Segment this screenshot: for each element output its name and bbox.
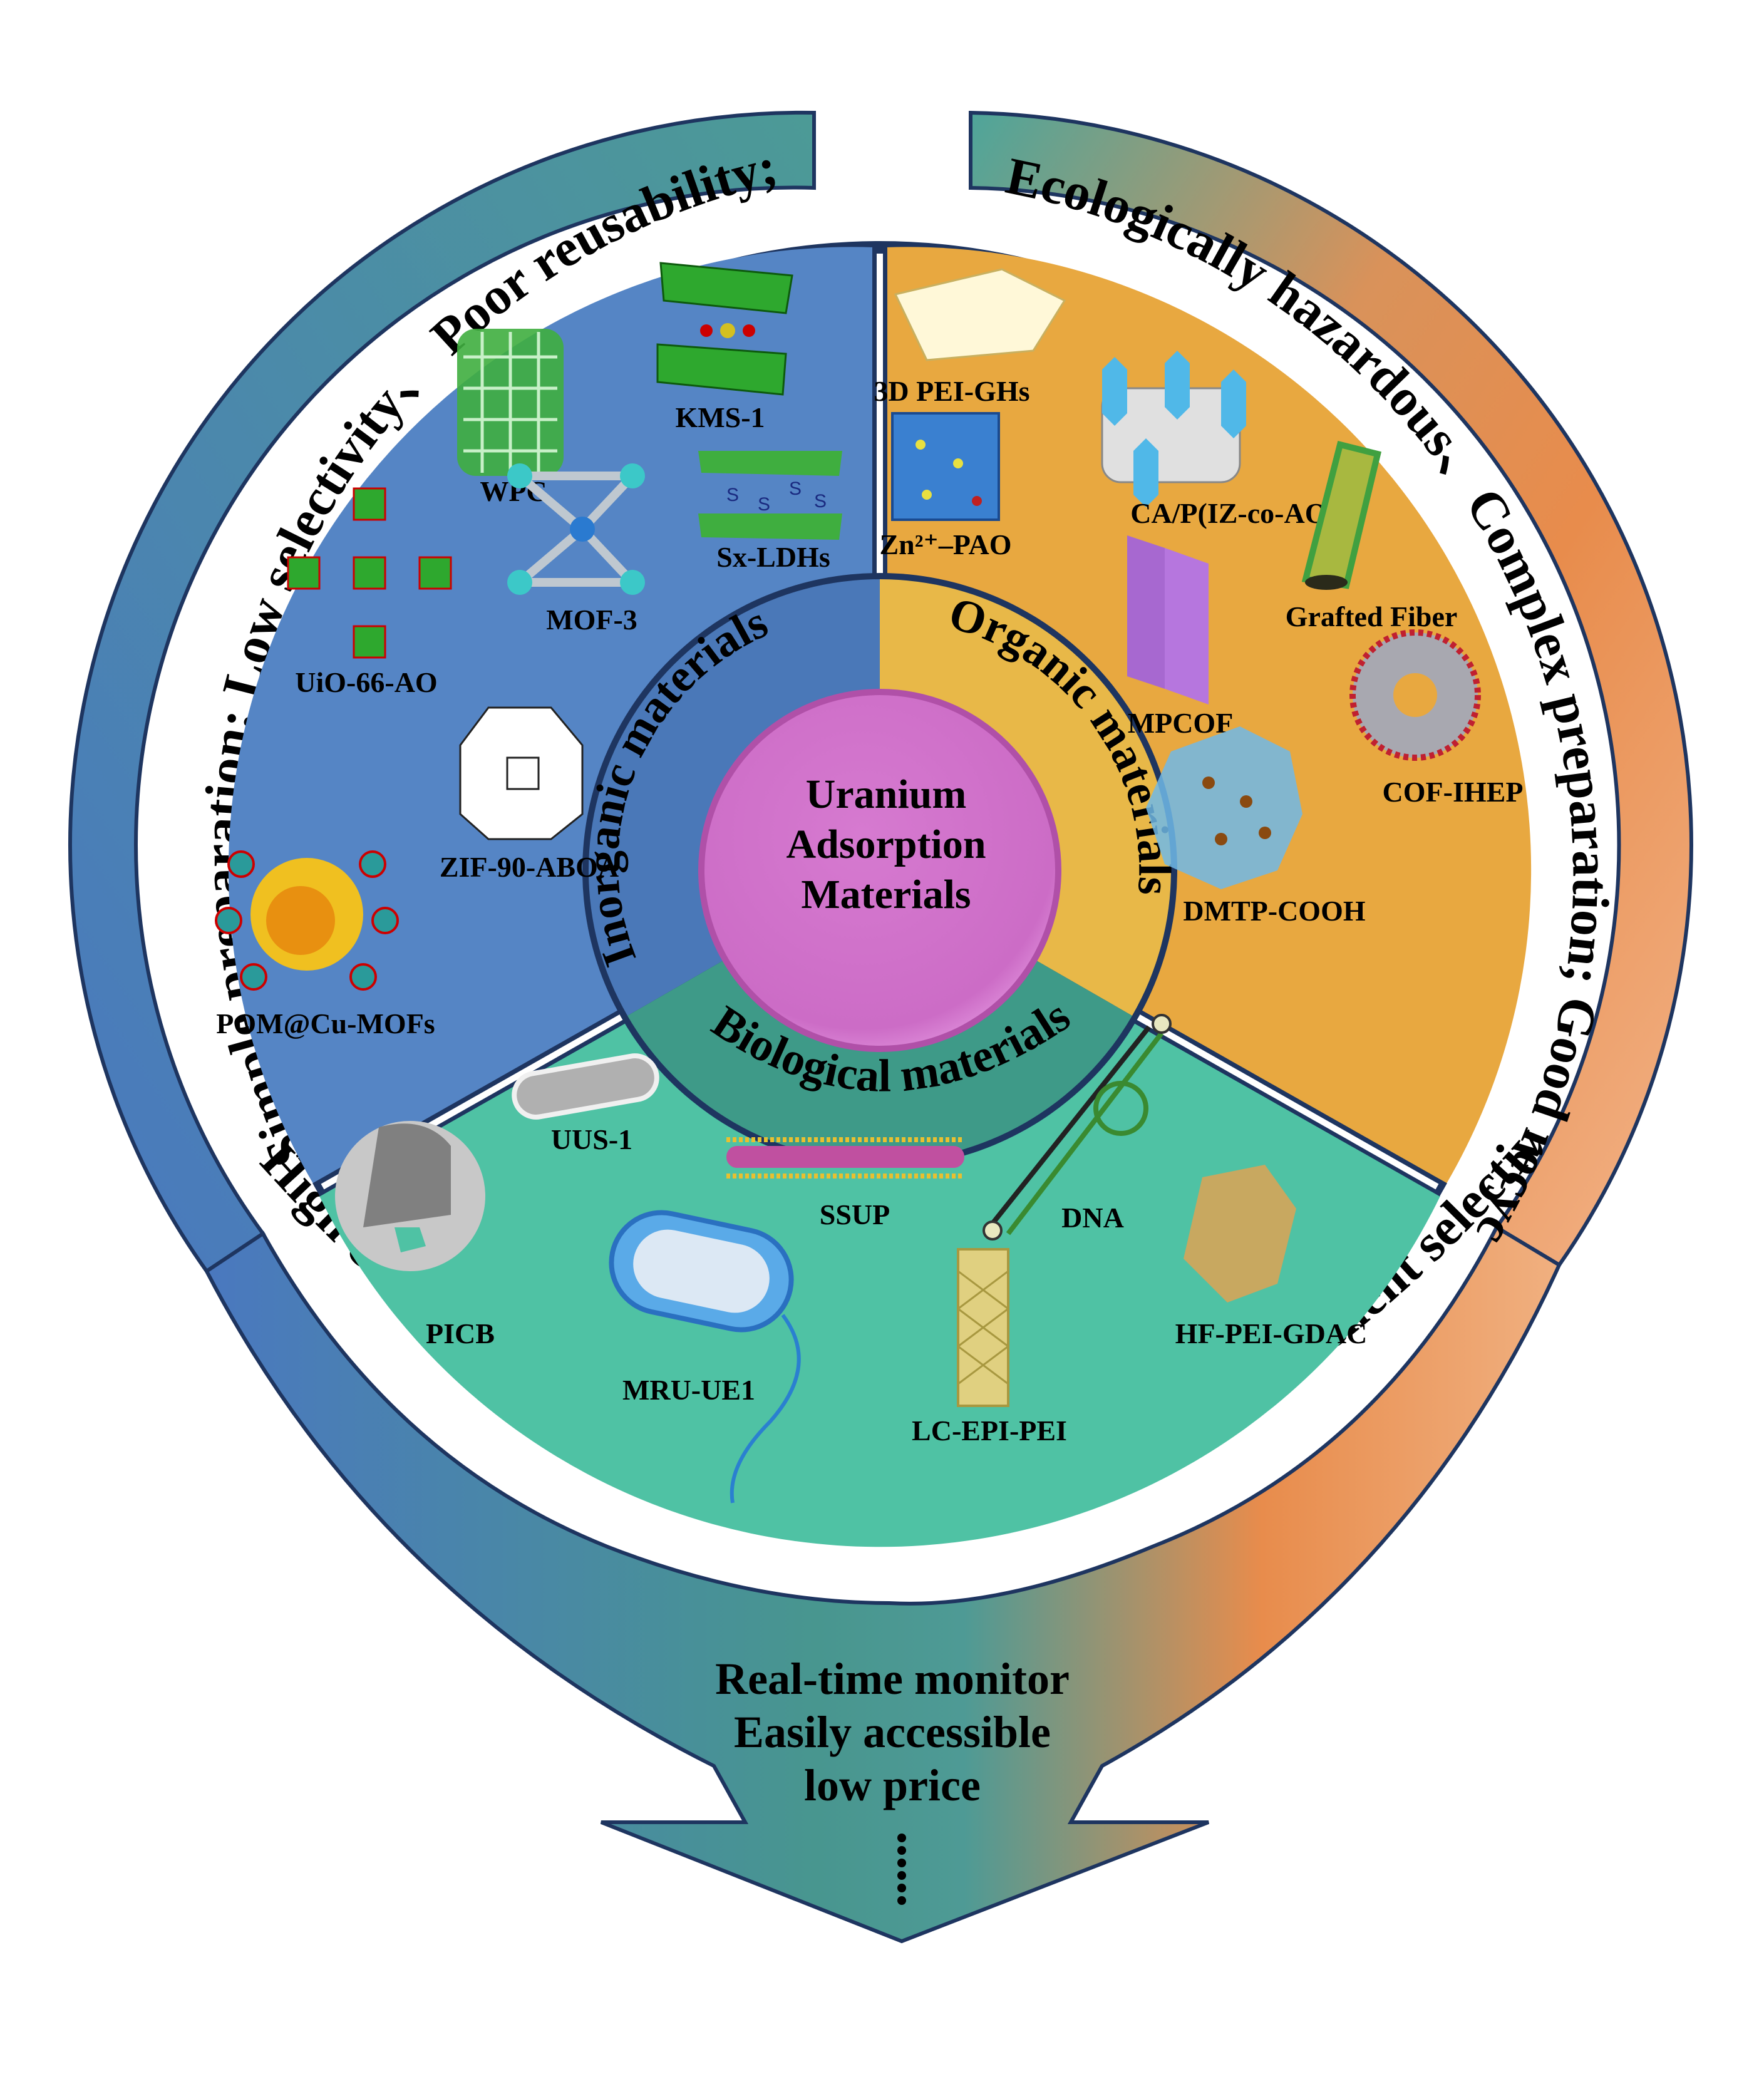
zn-pao-hydrogel-icon: [891, 412, 1000, 521]
svg-text:S: S: [814, 491, 827, 512]
center-line-2: Adsorption: [786, 822, 986, 867]
item-mru-ue1[interactable]: MRU-UE1: [602, 1204, 801, 1504]
item-uus-1[interactable]: UUS-1: [511, 1053, 661, 1155]
item-zn-pao[interactable]: Zn²⁺–PAO: [879, 412, 1012, 560]
arrow-line-1: Real-time monitor: [715, 1654, 1070, 1704]
item-label: DNA: [1061, 1202, 1124, 1234]
sx-ldhs-layer-icon: S S S S: [698, 451, 842, 540]
item-dmtp-cooh[interactable]: DMTP-COOH: [1146, 726, 1366, 927]
item-label: UUS-1: [551, 1123, 632, 1155]
uio-66-ao-structure-icon: [287, 487, 452, 659]
item-label: CA/P(IZ-co-AO): [1130, 497, 1337, 529]
item-label: Sx-LDHs: [716, 541, 830, 573]
item-label: HF-PEI-GDAC: [1175, 1318, 1368, 1349]
mpcof-framework-icon: [1127, 535, 1209, 704]
item-dna[interactable]: DNA: [983, 1014, 1172, 1241]
biological-items: UUS-1 PICB SSUP: [335, 1014, 1368, 1504]
lc-epi-pei-mesh-icon: [957, 1248, 1009, 1407]
mru-ue1-bacterium-icon: [609, 1210, 801, 1504]
item-grafted-fiber[interactable]: Grafted Fiber: [1286, 440, 1458, 632]
item-pom-cu-mofs[interactable]: POM@Cu-MOFs: [215, 850, 435, 1039]
center-line-3: Materials: [801, 872, 971, 917]
svg-text:S: S: [758, 494, 770, 515]
item-mof-3[interactable]: MOF-3: [507, 463, 645, 636]
dna-aptamer-icon: [983, 1014, 1172, 1241]
svg-text:S: S: [789, 478, 802, 499]
3d-pei-ghs-graphene-icon: [894, 268, 1066, 361]
item-hf-pei-gdac[interactable]: HF-PEI-GDAC: [1175, 1165, 1368, 1349]
mof-3-framework-icon: [507, 463, 645, 595]
arrow-text-group: Real-time monitor Easily accessible low …: [715, 1654, 1070, 1905]
item-label: MPCOF: [1128, 707, 1234, 739]
dmtp-cooh-structure-icon: [1146, 726, 1302, 889]
item-ca-p-iz-co-ao[interactable]: CA/P(IZ-co-AO): [1101, 351, 1337, 529]
ca-p-structure-icon: [1101, 351, 1246, 507]
item-label: Zn²⁺–PAO: [879, 529, 1011, 560]
sector-biological[interactable]: [319, 880, 1440, 1547]
item-uio-66-ao[interactable]: UiO-66-AO: [287, 487, 452, 698]
item-cof-ihep[interactable]: COF-IHEP: [1349, 629, 1524, 808]
uus-1-cell-icon: [512, 1053, 659, 1120]
svg-text:S: S: [726, 485, 739, 505]
item-kms-1[interactable]: KMS-1: [656, 262, 793, 433]
grafted-fiber-icon: [1301, 440, 1382, 590]
item-wpc[interactable]: WPC: [457, 329, 564, 507]
item-zif-90-aboa[interactable]: ZIF-90-ABOA: [440, 706, 619, 883]
ssup-fiber-icon: [726, 1137, 964, 1179]
outer-band: [68, 110, 1693, 1944]
organic-items: 3D PEI-GHs Zn²⁺–PAO CA/P(IZ-co-AO): [874, 268, 1524, 927]
hf-pei-gdac-fabric-icon: [1184, 1165, 1296, 1302]
item-picb[interactable]: PICB: [335, 1121, 495, 1349]
item-label: MRU-UE1: [622, 1374, 755, 1406]
wpc-framework-icon: [457, 329, 564, 476]
item-lc-epi-pei[interactable]: LC-EPI-PEI: [912, 1248, 1067, 1447]
item-ssup[interactable]: SSUP: [726, 1137, 964, 1230]
ellipsis-dots: [897, 1834, 906, 1905]
item-mpcof[interactable]: MPCOF: [1127, 535, 1233, 739]
item-label: DMTP-COOH: [1183, 895, 1366, 927]
inorganic-items: KMS-1 WPC S S S S Sx-LDHs: [215, 262, 842, 1039]
item-3d-pei-ghs[interactable]: 3D PEI-GHs: [874, 268, 1066, 407]
item-label: UiO-66-AO: [295, 666, 437, 698]
item-sx-ldhs[interactable]: S S S S Sx-LDHs: [698, 451, 842, 573]
center-circle[interactable]: Uranium Adsorption Materials: [698, 689, 1061, 1052]
picb-capsule-icon: [335, 1121, 485, 1271]
arrow-line-2: Easily accessible: [734, 1707, 1051, 1757]
zif-90-aboa-cage-icon: [459, 706, 584, 840]
item-label: Grafted Fiber: [1286, 601, 1458, 632]
item-label: 3D PEI-GHs: [874, 375, 1029, 407]
outer-band-bottom-arrow: [204, 1224, 1562, 1944]
item-label: ZIF-90-ABOA: [440, 851, 619, 883]
item-label: MOF-3: [546, 604, 637, 636]
cof-ihep-pore-icon: [1349, 629, 1481, 761]
item-label: POM@Cu-MOFs: [216, 1008, 435, 1039]
pom-cu-mofs-structure-icon: [215, 850, 399, 991]
item-label: LC-EPI-PEI: [912, 1415, 1067, 1447]
kms-1-structure-icon: [656, 262, 793, 396]
item-label: COF-IHEP: [1383, 776, 1524, 808]
arrow-line-3: low price: [804, 1760, 981, 1810]
item-label: PICB: [426, 1318, 495, 1349]
center-line-1: Uranium: [806, 771, 967, 817]
item-label: SSUP: [820, 1199, 890, 1230]
item-label: KMS-1: [675, 401, 765, 433]
